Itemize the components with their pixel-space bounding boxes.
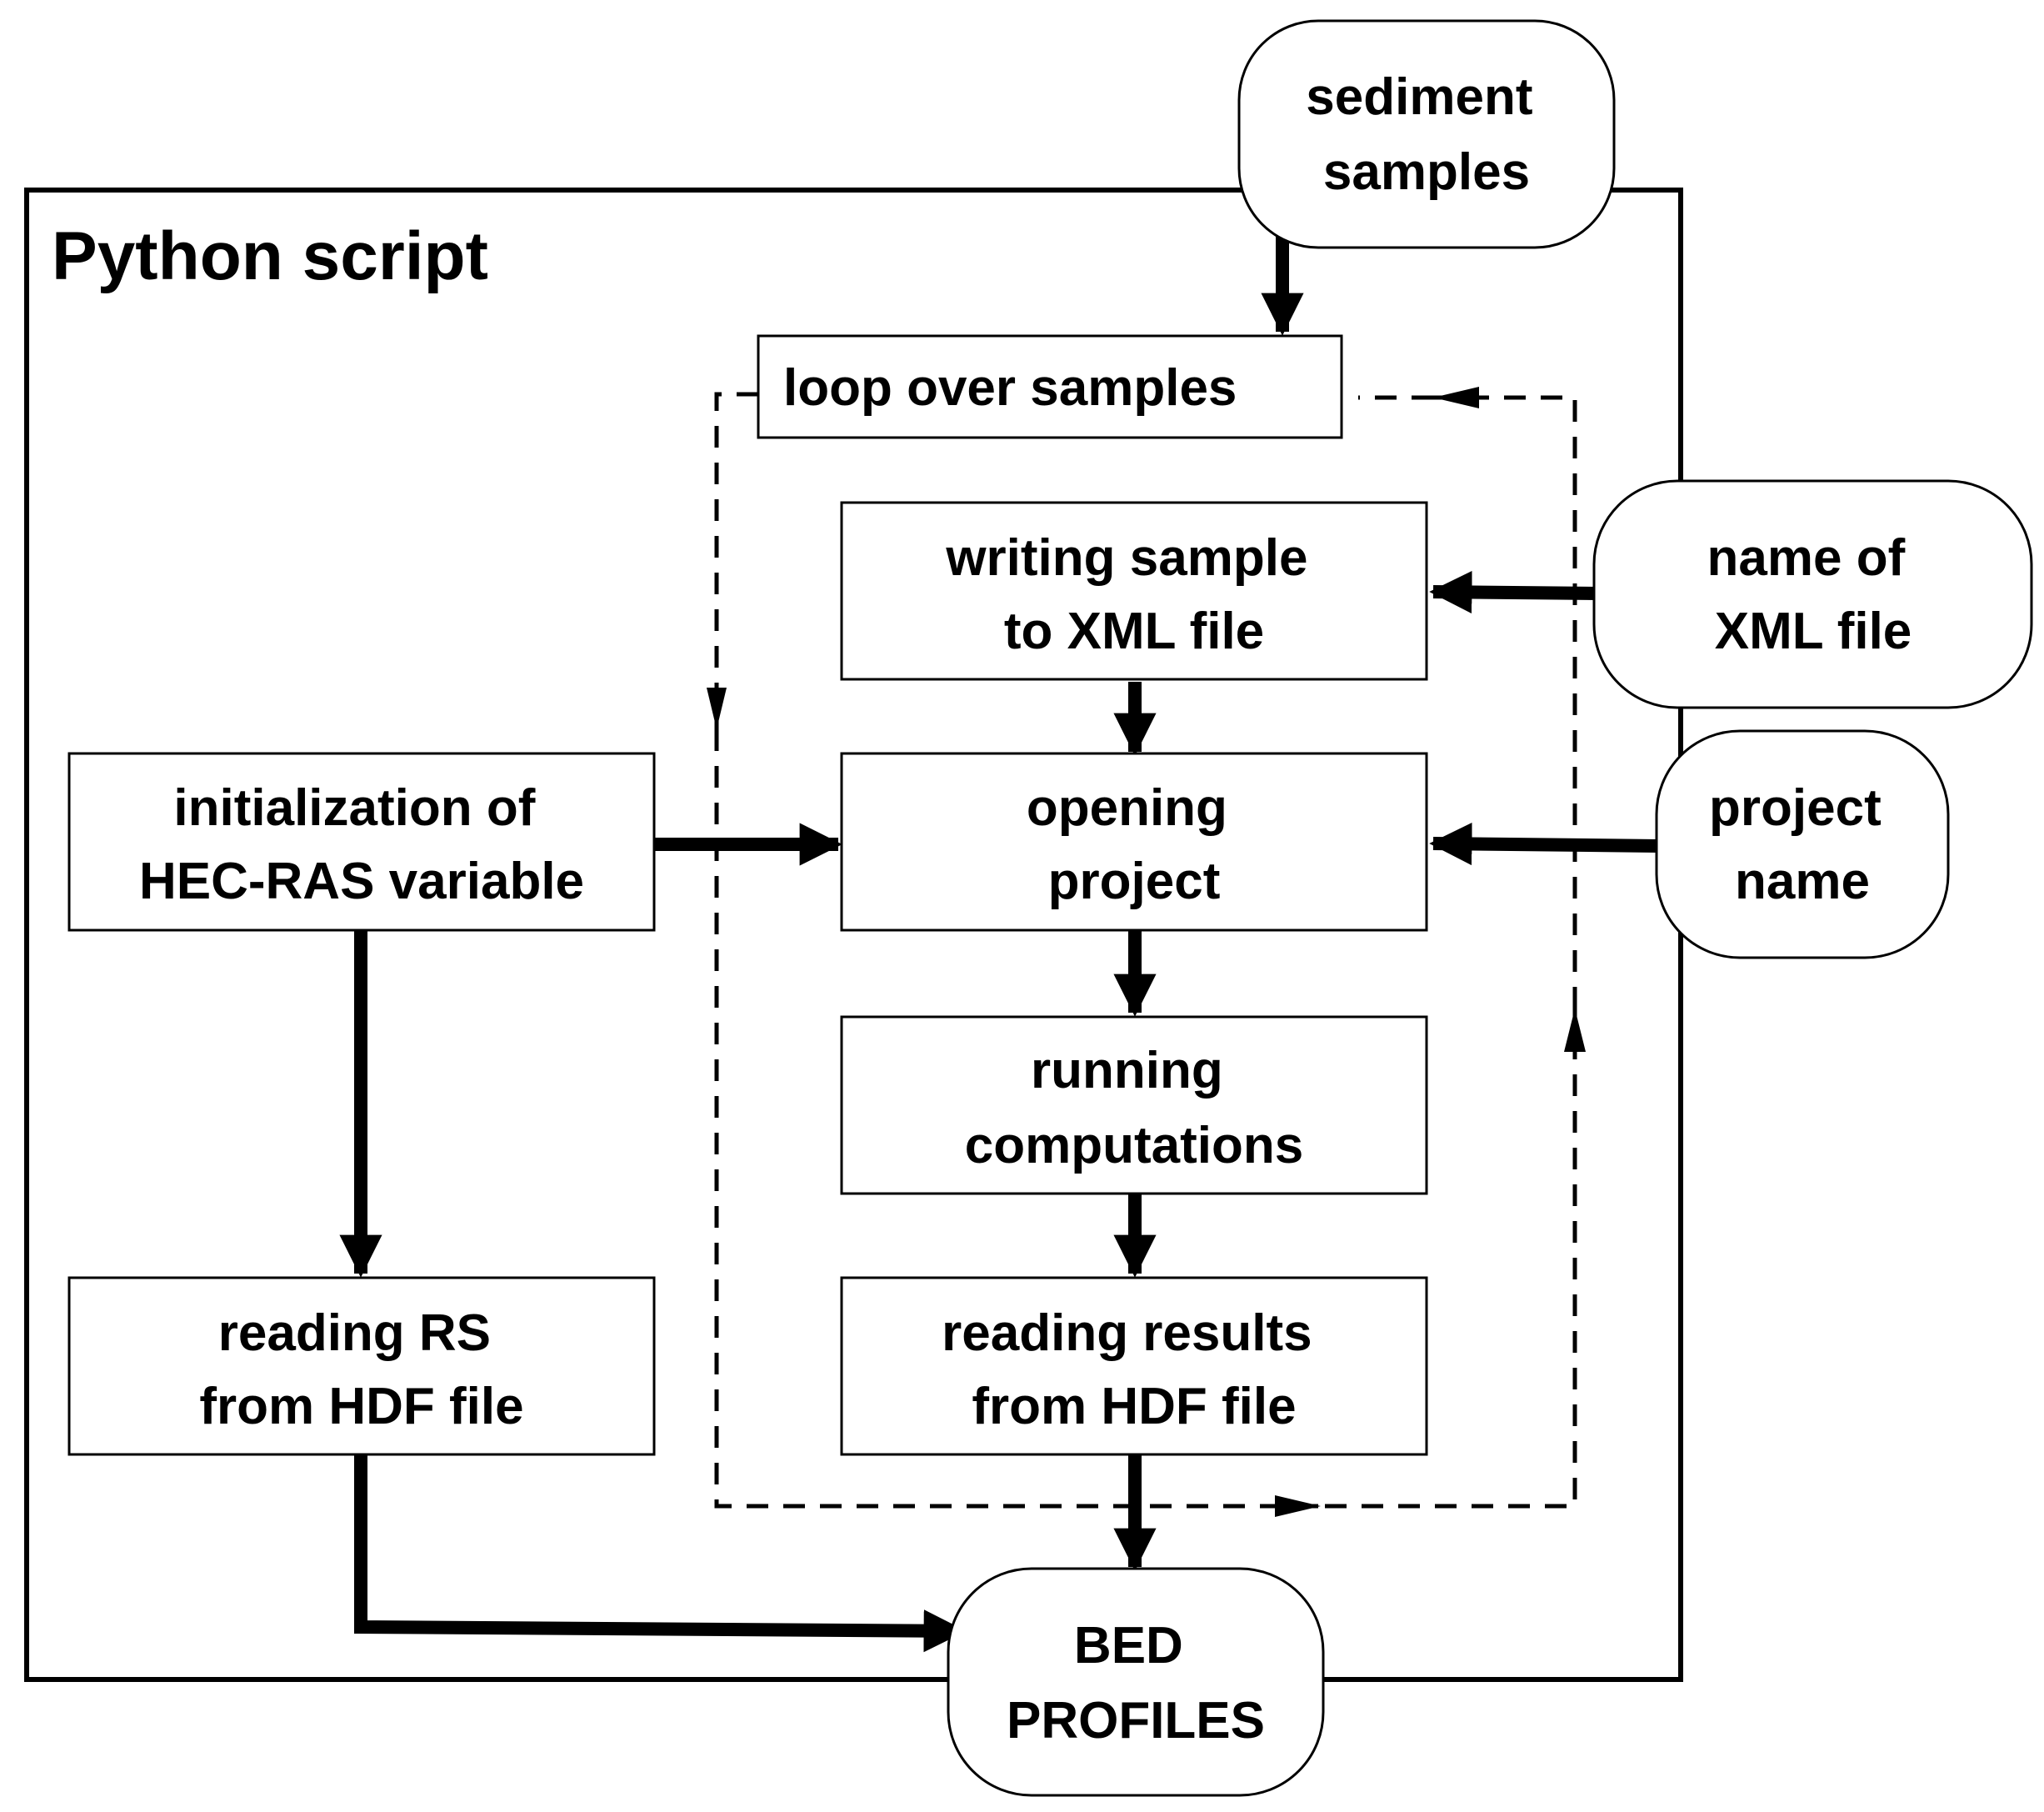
svg-text:sediment samples: sediment samples — [1306, 68, 1547, 201]
run-computations-line2: computations — [965, 1117, 1303, 1174]
read-rs-line2: from HDF file — [199, 1378, 523, 1435]
read-results-line1: reading results — [942, 1304, 1312, 1362]
read-results-line2: from HDF file — [972, 1378, 1296, 1435]
arrow-xmlname-to-write — [1429, 570, 1597, 614]
loop-arrowhead-down — [707, 688, 727, 729]
loop-arrowhead-up — [1564, 1009, 1586, 1052]
svg-text:BED PROFILES: BED PROFILES — [1007, 1617, 1265, 1749]
init-hecras-line2: HEC-RAS variable — [139, 853, 584, 910]
write-xml-line1: writing sample — [945, 529, 1307, 587]
arrow-projectname-to-open — [1429, 822, 1660, 866]
sediment-samples-line2: samples — [1323, 143, 1530, 201]
run-computations-box — [840, 1015, 1428, 1195]
sediment-samples-terminal — [1237, 19, 1616, 249]
loop-arrowhead-right — [1275, 1495, 1321, 1517]
xml-name-terminal — [1592, 479, 2033, 709]
write-xml-box — [840, 501, 1428, 681]
open-project-line2: project — [1048, 853, 1221, 910]
loop-label: loop over samples — [783, 359, 1237, 417]
svg-text:reading RS from HDF file: reading RS from HDF file — [199, 1304, 523, 1435]
svg-text:reading results from HDF f: reading results from HDF file — [942, 1304, 1327, 1435]
run-computations-line1: running — [1031, 1042, 1223, 1099]
bed-profiles-line2: PROFILES — [1007, 1692, 1265, 1749]
read-rs-box — [67, 1276, 656, 1456]
svg-text:opening project: opening project — [1027, 779, 1242, 910]
loop-dashed-path — [714, 392, 1577, 1509]
svg-text:name of XML file: name of XML file — [1707, 529, 1920, 660]
project-name-line1: project — [1709, 779, 1882, 837]
xml-name-line1: name of — [1707, 529, 1906, 587]
sediment-samples-line1: sediment — [1306, 68, 1532, 126]
arrow-readrs-to-bed — [354, 1454, 967, 1653]
svg-text:writing sample to XML file: writing sample to XML file — [945, 529, 1322, 660]
xml-name-line2: XML file — [1715, 603, 1912, 660]
svg-text:initialization of HEC-RAS: initialization of HEC-RAS variable — [139, 779, 584, 910]
init-hecras-box — [67, 752, 656, 932]
bed-profiles-line1: BED — [1074, 1617, 1183, 1674]
project-name-line2: name — [1735, 853, 1870, 910]
write-xml-line2: to XML file — [1004, 603, 1264, 660]
read-results-box — [840, 1276, 1428, 1456]
svg-text:running computations: running computations — [965, 1042, 1303, 1174]
svg-text:project name: project name — [1709, 779, 1896, 910]
loop-box — [757, 334, 1343, 439]
init-hecras-line1: initialization of — [173, 779, 535, 837]
bed-profiles-terminal — [947, 1567, 1325, 1797]
open-project-line1: opening — [1027, 779, 1227, 837]
loop-arrowhead-left — [1433, 387, 1479, 408]
container-title: Python script — [52, 218, 488, 294]
open-project-box — [840, 752, 1428, 932]
read-rs-line1: reading RS — [218, 1304, 491, 1362]
project-name-terminal — [1655, 729, 1950, 959]
